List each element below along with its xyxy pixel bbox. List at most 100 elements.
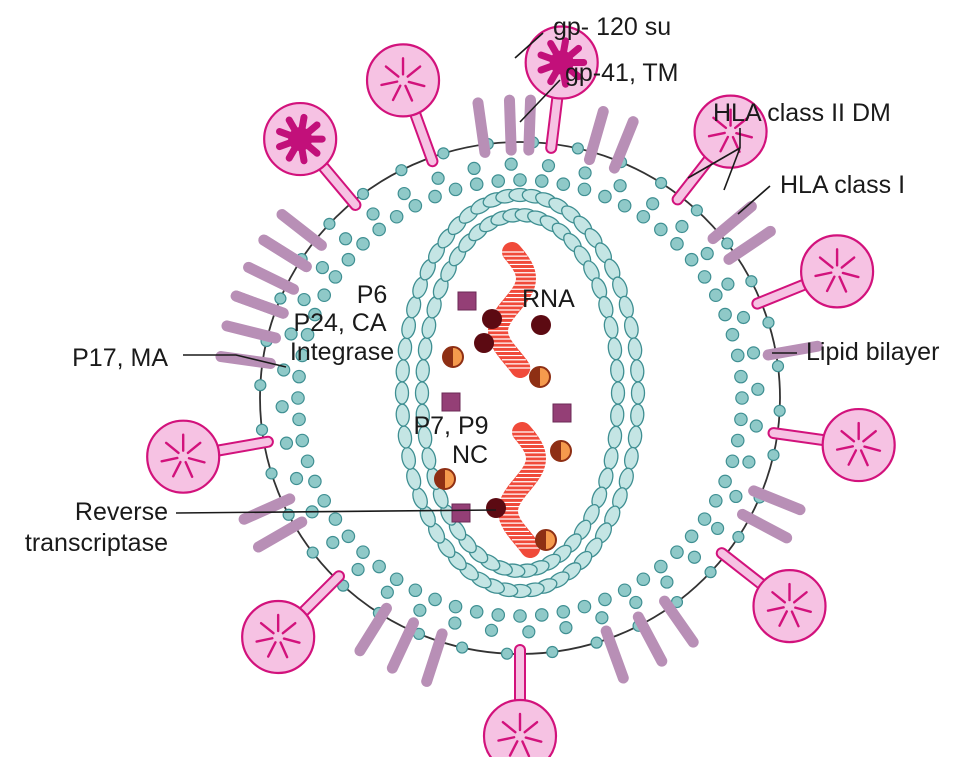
lipid-bead-icon (448, 616, 462, 630)
lipid-bead-icon (413, 603, 427, 617)
lipid-bead-icon (675, 219, 689, 234)
lipid-bead-icon (317, 288, 332, 303)
lipid-bead-icon (297, 292, 311, 307)
hla-spike-icon (252, 516, 308, 553)
lipid-bead-icon (308, 474, 322, 489)
label-reverse: Reverse (75, 498, 168, 526)
lipid-bead-icon (654, 559, 668, 574)
nucleocapsid-dot-icon (529, 366, 551, 388)
capsid-protein-icon (395, 359, 410, 383)
lipid-bead-icon (513, 173, 527, 187)
hla-spike-icon (472, 97, 491, 158)
lipid-bead-icon (504, 157, 518, 171)
reverse-transcriptase-dot-icon (531, 315, 551, 335)
glycoprotein-knob-icon (671, 94, 768, 206)
capsid-protein-icon (623, 316, 639, 340)
hla-spike-icon (243, 261, 300, 295)
hla-spike-icon (659, 595, 699, 648)
capsid-protein-icon (406, 467, 422, 491)
leader-gp120 (514, 32, 544, 59)
lipid-bead-icon (670, 545, 684, 559)
lipid-bead-icon (448, 182, 463, 197)
lipid-bead-icon (708, 288, 723, 303)
lipid-bead-icon (395, 164, 408, 177)
hla-spike-icon (723, 225, 776, 265)
nucleocapsid-dot-icon (442, 346, 464, 368)
lipid-bead-icon (315, 260, 330, 275)
lipid-bead-icon (282, 508, 295, 521)
lipid-bead-icon (556, 177, 571, 191)
lipid-bead-icon (300, 327, 315, 342)
lipid-bead-icon (338, 232, 353, 246)
hla-spike-icon (221, 320, 281, 344)
label-hla2: HLA class II DM (713, 99, 891, 127)
surface-spikes-layer (146, 25, 896, 757)
lipid-bead-icon (721, 237, 734, 250)
hla-spike-icon (737, 508, 793, 544)
lipid-bead-icon (646, 197, 660, 211)
lipid-bead-icon (323, 217, 336, 230)
hla-spike-icon (421, 628, 448, 687)
reverse-transcriptase-dot-icon (474, 333, 494, 353)
glycoprotein-knob-icon (751, 234, 875, 310)
lipid-bead-icon (684, 529, 699, 544)
lipid-bead-icon (617, 198, 632, 213)
lipid-bead-icon (292, 369, 306, 384)
capsid-protein-icon (603, 447, 619, 471)
capsid-protein-icon (415, 359, 430, 383)
label-p7p9: P7, P9 (413, 412, 488, 440)
capsid-protein-icon (610, 403, 625, 427)
rna-strand-icon (496, 422, 548, 558)
lipid-bead-icon (356, 237, 370, 251)
capsid-protein-icon (618, 467, 634, 491)
capsid-protein-icon (421, 315, 437, 339)
lipid-bead-icon (660, 575, 674, 589)
lipid-bead-icon (541, 159, 556, 173)
hla-spike-icon (523, 94, 537, 156)
lipid-bead-icon (317, 493, 332, 508)
hla-spike-icon (258, 234, 312, 273)
capsid-protein-icon (610, 359, 625, 383)
capsid-protein-icon (607, 425, 623, 449)
capsid-protein-icon (417, 337, 433, 361)
lipid-bead-icon (690, 204, 703, 217)
capsid-protein-icon (401, 446, 417, 470)
lipid-bead-icon (389, 572, 404, 587)
lipid-bead-icon (372, 222, 386, 237)
lipid-bead-icon (704, 566, 717, 579)
lipid-bead-icon (710, 521, 725, 536)
lipid-bead-icon (730, 348, 745, 363)
lipid-bead-icon (725, 454, 740, 469)
lipid-bead-icon (697, 270, 712, 284)
lipid-bead-icon (308, 307, 322, 322)
lipid-bead-icon (684, 252, 699, 267)
lipid-bead-icon (670, 237, 684, 251)
lipid-bead-icon (732, 530, 745, 544)
lipid-bead-icon (577, 182, 592, 197)
capsid-protein-icon (607, 337, 623, 361)
labels: gp- 120 su gp-41, TM HLA class II DM HLA… (25, 13, 940, 557)
lipid-bead-icon (556, 605, 571, 619)
leader-lines (175, 32, 797, 514)
hla-spike-icon (632, 611, 668, 667)
capsid-protein-icon (397, 425, 413, 449)
lipid-bead-icon (546, 645, 559, 659)
lipid-bead-icon (617, 583, 632, 598)
lipid-bead-icon (380, 585, 394, 599)
lipid-bead-icon (729, 489, 743, 504)
lipid-bead-icon (292, 412, 306, 427)
label-p24: P24, CA (293, 309, 386, 337)
integrase-square-icon (441, 392, 461, 412)
lipid-bead-icon (578, 166, 592, 180)
lipid-bead-icon (571, 142, 584, 155)
label-rna: RNA (522, 285, 575, 313)
label-gp41: gp-41, TM (565, 59, 678, 87)
leader-hla2-b (723, 147, 741, 191)
lipid-bead-icon (356, 545, 370, 559)
lipid-bead-icon (255, 423, 269, 436)
lipid-bead-icon (697, 512, 712, 526)
hla-spike-icon (238, 493, 296, 525)
capsid-protein-icon (397, 337, 413, 361)
lipid-bead-icon (708, 493, 723, 508)
hla-spike-icon (600, 625, 629, 684)
